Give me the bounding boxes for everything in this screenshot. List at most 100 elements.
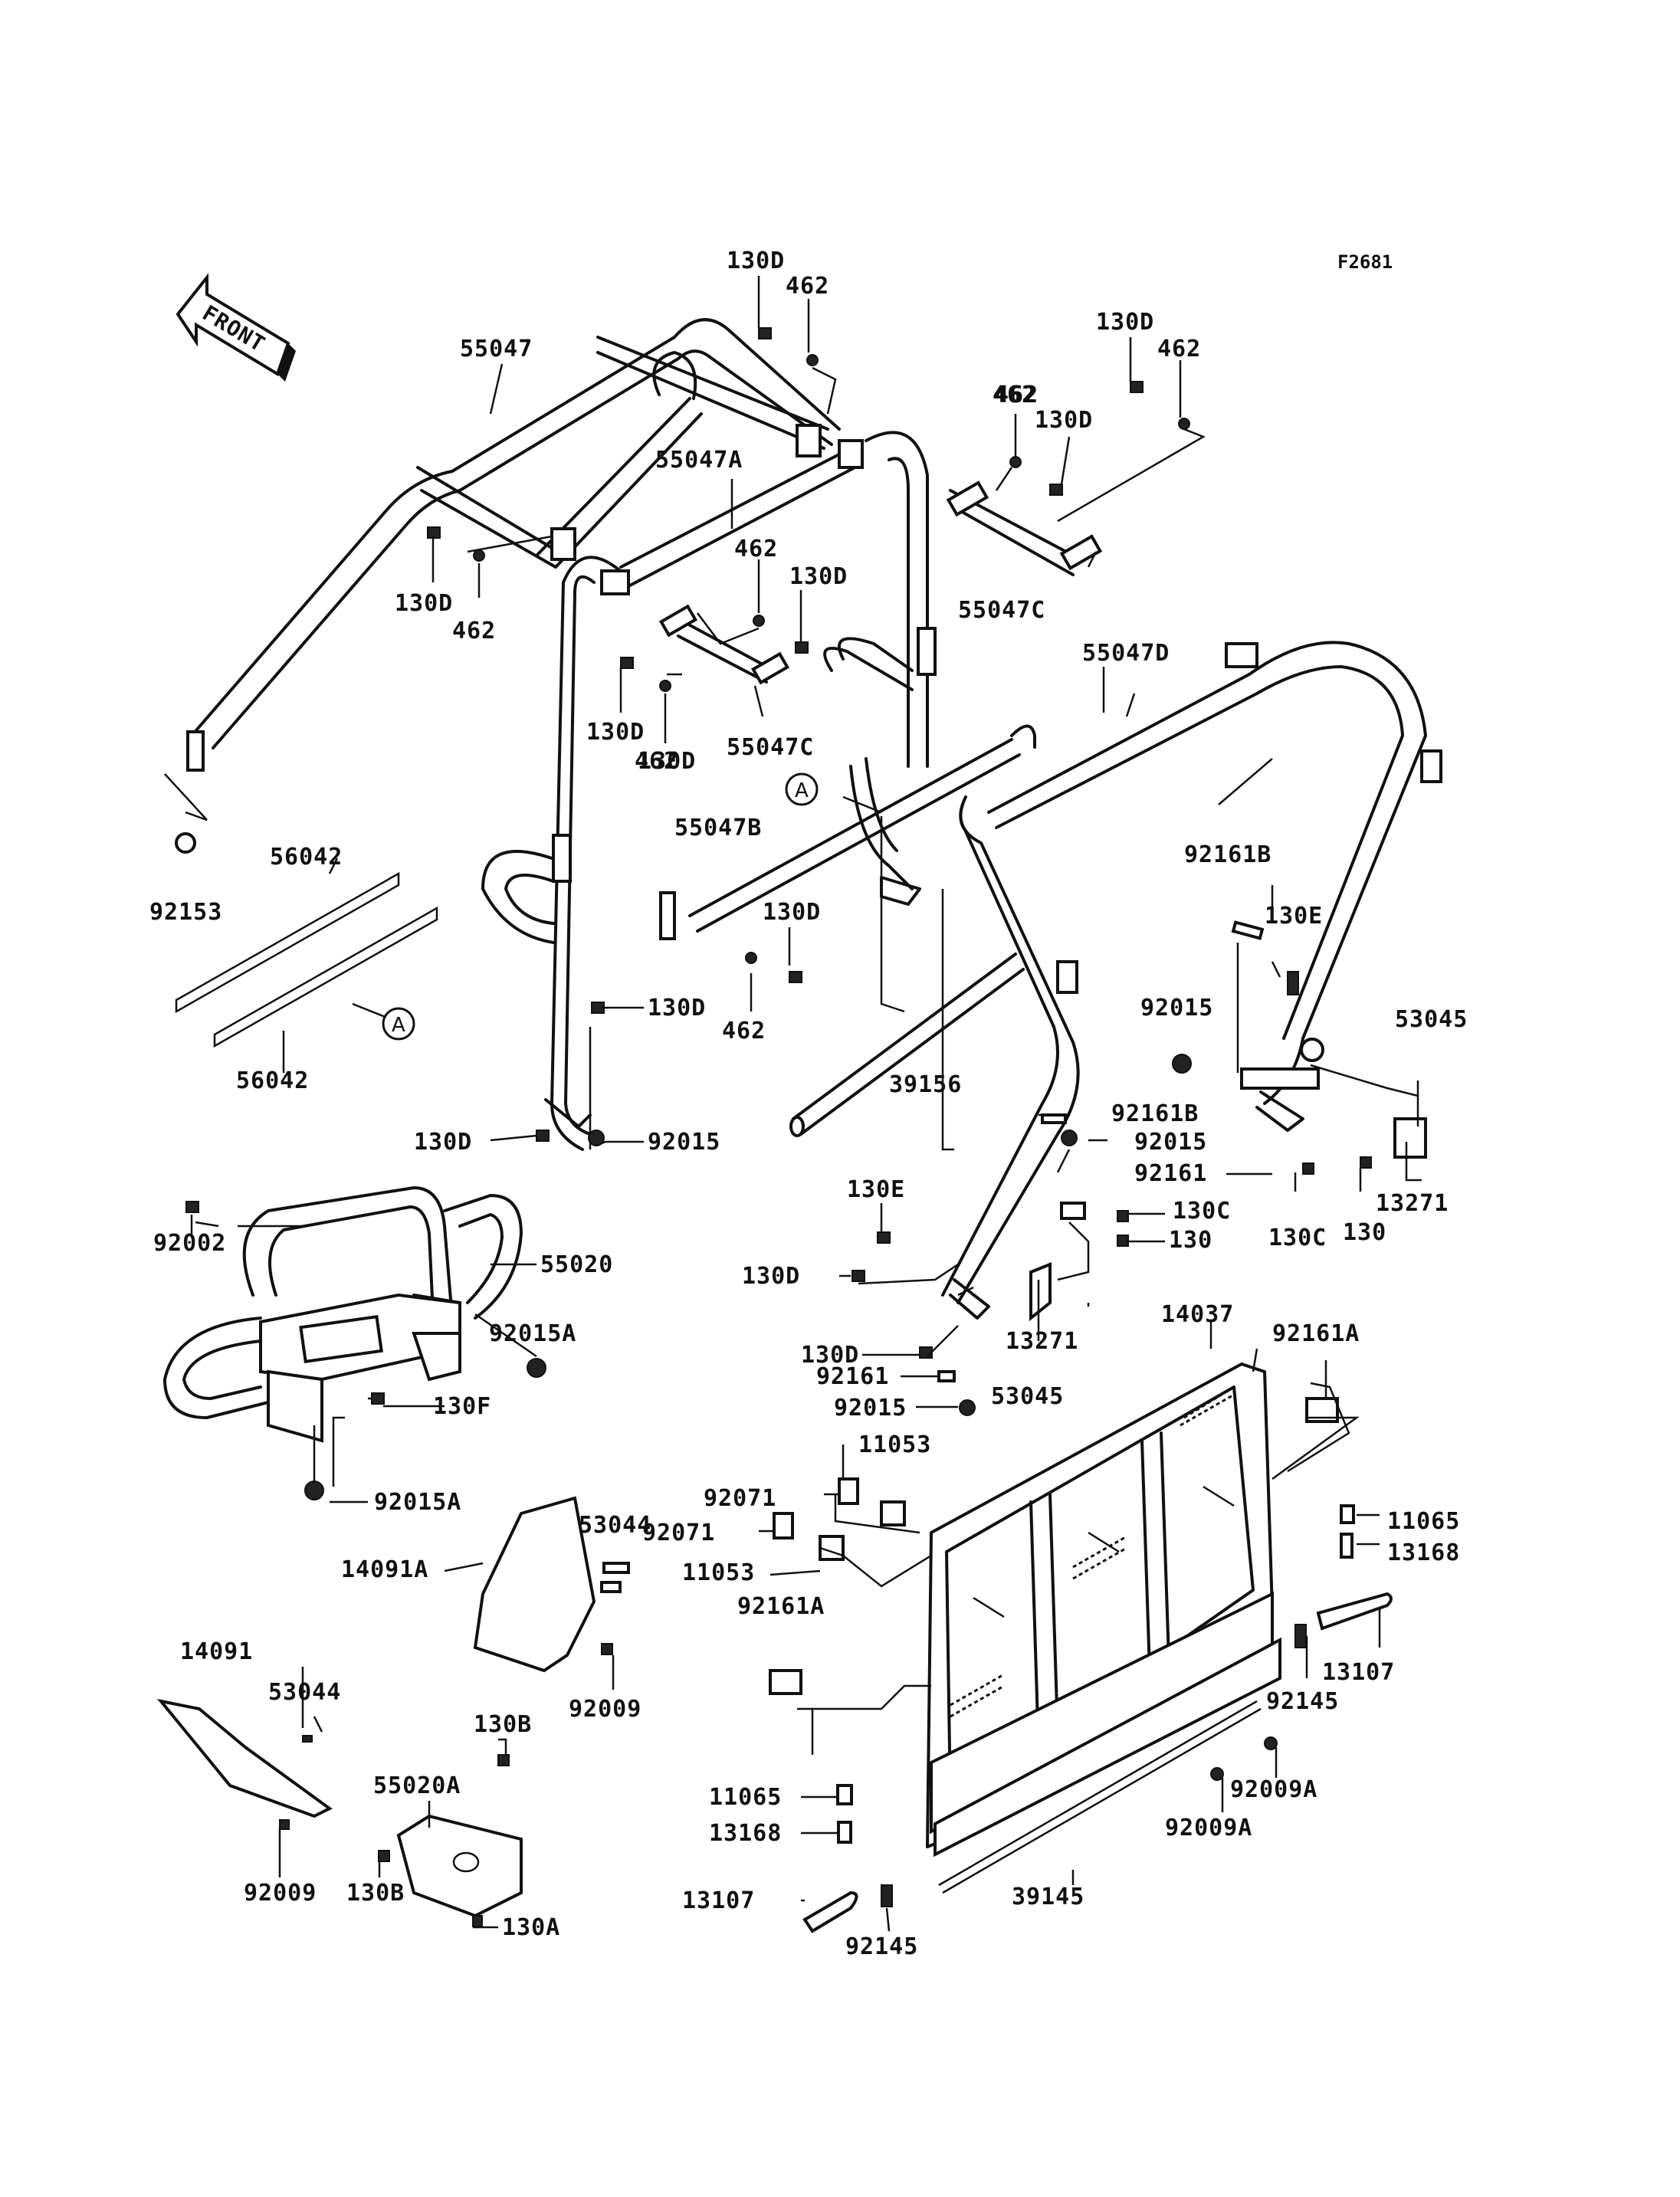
callout-label: 92009A — [1165, 1815, 1252, 1841]
callout-label: 92002 — [153, 1230, 226, 1257]
callout-label: 92161B — [1184, 841, 1271, 868]
roll-cage-frame — [186, 318, 1442, 1320]
callout-label: 55047B — [674, 815, 762, 841]
rear-screen — [926, 1362, 1281, 1858]
callout-label: 55020 — [540, 1251, 613, 1278]
callout-label: 13107 — [682, 1887, 755, 1914]
callout-label: 13168 — [709, 1820, 782, 1847]
callout-label: 53044 — [579, 1512, 651, 1539]
callout-label: 130B — [346, 1880, 405, 1907]
callout-label: 462 — [452, 618, 496, 644]
ref-marker-a-2: A — [382, 1007, 415, 1041]
skid-plate — [396, 1814, 523, 1918]
callout-label: 130D — [395, 590, 453, 617]
callout-label: 130 — [1169, 1227, 1212, 1254]
callout-label: 92161B — [1111, 1100, 1199, 1127]
callout-label: 92009A — [1230, 1776, 1317, 1803]
callout-label: 130F — [433, 1393, 491, 1420]
callout-label: 130D — [789, 563, 848, 590]
svg-text:A: A — [392, 1014, 405, 1037]
callout-label: 92153 — [149, 899, 222, 926]
callout-label: 92071 — [704, 1485, 776, 1512]
callout-label: 55047A — [655, 447, 743, 474]
callout-label: 55047 — [460, 336, 533, 362]
callout-label: 92161 — [816, 1363, 889, 1390]
callout-label: 462 — [786, 273, 829, 300]
callout-label: 11065 — [709, 1784, 782, 1811]
callout-label: 130E — [1265, 903, 1323, 930]
callout-label: 92015 — [648, 1129, 720, 1156]
callout-label: 130D — [727, 248, 785, 274]
callout-label: 462 — [1157, 336, 1201, 362]
callout-label: 13107 — [1322, 1659, 1395, 1686]
callout-label: 11065 — [1387, 1508, 1460, 1535]
callout-label: 130D — [586, 719, 645, 746]
rod-39145 — [938, 1700, 1262, 1894]
callout-label: 92015A — [374, 1489, 461, 1516]
callout-label: 92145 — [1266, 1688, 1339, 1715]
callout-label: 130D — [638, 748, 696, 775]
callout-label: 462 — [993, 382, 1036, 408]
callout-label: 53045 — [991, 1383, 1064, 1410]
callout-label: 11053 — [682, 1559, 755, 1586]
strips-56042 — [175, 871, 438, 1048]
callout-label: 130D — [742, 1263, 800, 1290]
callout-label: 92161 — [1134, 1160, 1207, 1187]
front-arrow-icon: FRONT — [176, 273, 296, 382]
callout-label: 92161A — [1272, 1320, 1360, 1347]
callout-label: 92071 — [642, 1520, 715, 1546]
callout-label: 462 — [734, 536, 778, 562]
callout-label: 130C — [1173, 1198, 1231, 1225]
callout-label: 53044 — [268, 1679, 341, 1706]
callout-label: 130D — [763, 899, 821, 926]
callout-label: 55020A — [373, 1772, 461, 1799]
callout-label: 92161A — [737, 1593, 825, 1620]
mud-guard-14091A — [473, 1496, 596, 1673]
callout-label: 92009 — [244, 1880, 317, 1907]
callout-label: 92145 — [845, 1933, 918, 1960]
callout-label: 130E — [847, 1176, 905, 1203]
ref-marker-a-1: A — [785, 772, 819, 806]
callout-label: 39156 — [889, 1071, 962, 1098]
callout-label: 56042 — [236, 1067, 309, 1094]
callout-label: 92009 — [569, 1696, 641, 1723]
callout-label: 14091 — [180, 1638, 253, 1665]
callout-label: 55047C — [727, 734, 814, 761]
figure-code: F2681 — [1337, 251, 1393, 273]
mud-guard-14091 — [156, 1698, 333, 1818]
callout-label: 14037 — [1161, 1301, 1234, 1328]
callout-label: 55047C — [958, 597, 1045, 624]
callout-label: 13271 — [1376, 1190, 1449, 1217]
callout-label: 130D — [414, 1129, 472, 1156]
svg-text:A: A — [795, 779, 809, 802]
callout-label: 92015A — [489, 1320, 576, 1347]
callout-label: 53045 — [1395, 1006, 1468, 1033]
callout-label: 14091A — [341, 1556, 428, 1583]
callout-label: 56042 — [270, 844, 343, 871]
callout-label: 11053 — [858, 1431, 931, 1458]
callout-label: 130D — [1035, 407, 1093, 434]
callout-label: 130 — [1343, 1219, 1386, 1246]
leader-lines — [164, 276, 1422, 1932]
callout-label: 13168 — [1387, 1540, 1460, 1566]
callout-label: 92015 — [1140, 995, 1213, 1021]
callout-label: 462 — [635, 748, 678, 775]
callout-label: 39145 — [1012, 1884, 1084, 1910]
callout-label: 462 — [995, 382, 1039, 408]
callout-label: 130D — [1096, 309, 1154, 336]
fasteners — [175, 327, 1427, 1933]
callout-label: 130D — [648, 995, 706, 1021]
callout-label: 130D — [801, 1342, 859, 1369]
callout-label: 130A — [502, 1914, 560, 1941]
callout-labels: 130D 462 55047 130D 462 462 130D 55047A … — [149, 248, 1468, 1960]
callout-label: 55047D — [1082, 640, 1170, 667]
callout-label: 13271 — [1006, 1328, 1078, 1355]
callout-label: 130B — [474, 1711, 532, 1738]
callout-label: 130C — [1268, 1225, 1327, 1251]
tube-39156 — [789, 953, 1025, 1137]
callout-label: 462 — [722, 1018, 766, 1044]
callout-label: 92015 — [834, 1395, 907, 1421]
callout-label: 92015 — [1134, 1129, 1207, 1156]
front-bumper — [163, 1186, 523, 1443]
